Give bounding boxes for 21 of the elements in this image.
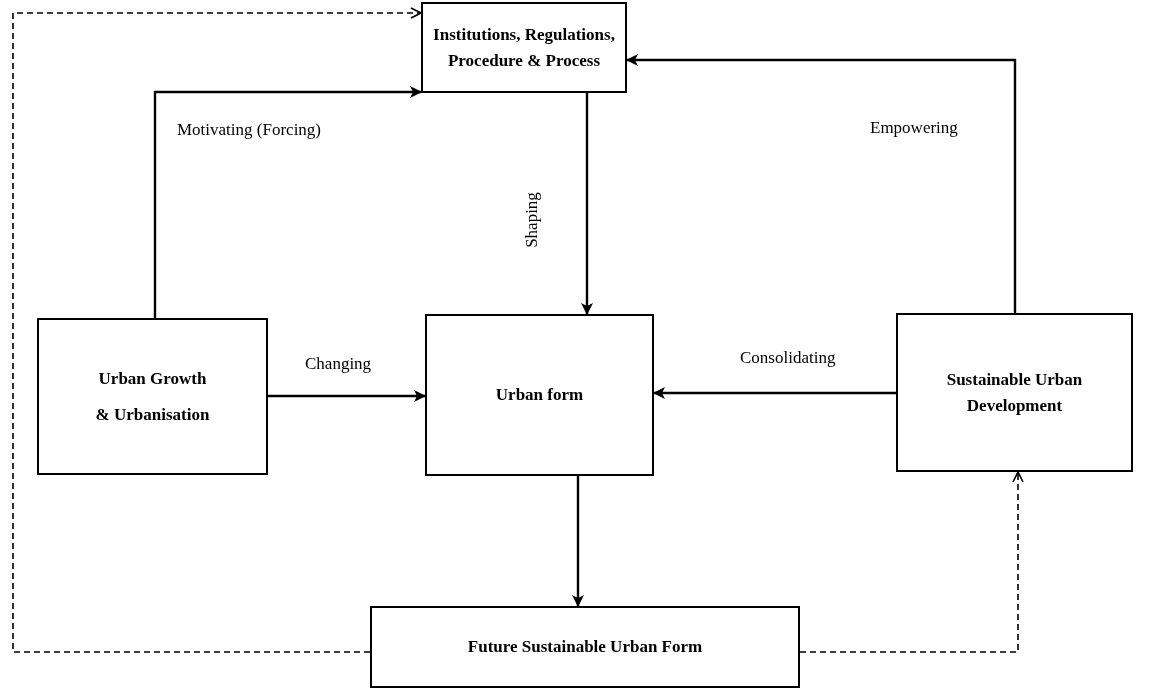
arrow	[581, 93, 593, 315]
dashed-arrow	[799, 471, 1024, 653]
process-box	[896, 313, 1133, 472]
process-box	[425, 314, 654, 476]
edge-label: Motivating (Forcing)	[175, 120, 323, 140]
process-box	[421, 2, 627, 93]
edge-label: Changing	[303, 354, 374, 374]
arrow	[572, 476, 584, 607]
edge-label: Consolidating	[738, 348, 838, 368]
dashed-arrow	[12, 7, 422, 653]
process-box	[370, 606, 800, 688]
arrow	[653, 387, 896, 399]
arrow	[626, 54, 1017, 313]
process-box	[37, 318, 268, 475]
box-label: Future Sustainable Urban Form	[467, 636, 703, 659]
arrow	[153, 86, 422, 318]
box-label: Urban Growth & Urbanisation	[94, 367, 211, 426]
box-label: Institutions, Regulations, Procedure & Process	[432, 24, 616, 72]
arrow	[268, 390, 426, 402]
box-label: Sustainable Urban Development	[945, 369, 1084, 417]
box-label: Urban form	[495, 384, 584, 407]
